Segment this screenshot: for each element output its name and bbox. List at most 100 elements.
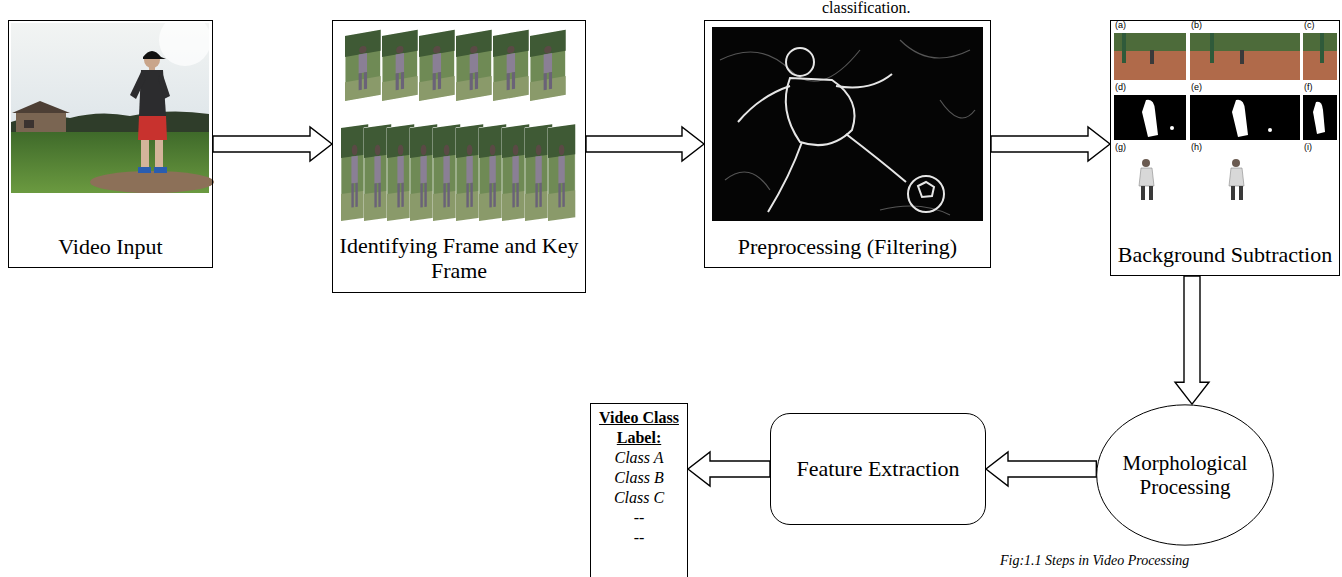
- rounded-box: Feature Extraction: [770, 413, 986, 525]
- edge-filtered-image: [908, 176, 944, 212]
- block-arrow: [986, 452, 1096, 486]
- subtraction-panels: [1239, 186, 1243, 200]
- subtraction-panels: [1142, 159, 1150, 167]
- output-box: Video Class Label:Class AClass BClass C-…: [590, 403, 688, 577]
- edge-filtered-image: [720, 40, 975, 215]
- pitcher-photo: [138, 167, 151, 173]
- frame-strip: [382, 30, 418, 101]
- node-label: --: [634, 508, 645, 528]
- subtraction-panels: [1210, 33, 1214, 63]
- pitcher-photo: [138, 116, 167, 140]
- subtraction-panels: [1114, 95, 1186, 140]
- frame-strip: [493, 30, 529, 101]
- frame-strip: [345, 30, 381, 101]
- subtraction-panels: [1142, 100, 1158, 137]
- block-arrow: [586, 127, 704, 161]
- stray-text: classification.: [822, 0, 910, 17]
- edge-filtered-image: [918, 182, 934, 197]
- subtraction-panels: [1122, 33, 1126, 63]
- frame-strip: [456, 30, 492, 101]
- panel-letter: (e): [1191, 83, 1202, 92]
- subtraction-panels: [1150, 50, 1154, 64]
- process-box: Video Input: [8, 20, 213, 268]
- pitcher-photo: [90, 171, 214, 193]
- node-label: Class B: [614, 468, 663, 488]
- subtraction-panels: [1229, 168, 1244, 186]
- pitcher-photo: [141, 140, 149, 168]
- subtraction-panels: [1320, 33, 1324, 63]
- frame-strip: [419, 30, 455, 101]
- subtraction-panels: [1190, 33, 1300, 80]
- process-ellipse: Morphological Processing: [1096, 404, 1274, 546]
- node-label: --: [634, 528, 645, 548]
- panel-letter: (i): [1304, 143, 1312, 152]
- pitcher-photo: [11, 14, 214, 193]
- subtraction-panels: [1303, 95, 1337, 140]
- subtraction-panels: [1303, 33, 1337, 80]
- edge-filtered-image: [846, 134, 906, 182]
- subtraction-panels: [1149, 186, 1153, 200]
- subtraction-panels: [1232, 100, 1248, 137]
- node-label: Morphological Processing: [1114, 451, 1256, 499]
- edge-filtered-image: [712, 27, 983, 221]
- subtraction-panels: [1114, 33, 1337, 200]
- edge-filtered-image: [940, 100, 975, 118]
- node-label: Class A: [614, 448, 663, 468]
- pitcher-photo: [24, 120, 34, 128]
- pitcher-photo: [12, 101, 70, 113]
- edge-filtered-image: [738, 48, 944, 212]
- panel-letter: (a): [1115, 21, 1126, 30]
- panel-letter: (c): [1304, 21, 1315, 30]
- panel-letter: (b): [1191, 21, 1202, 30]
- subtraction-panels: [1232, 159, 1240, 167]
- edge-filtered-image: [900, 40, 970, 58]
- ellipse-outline: [1097, 405, 1274, 545]
- pitcher-photo: [158, 72, 170, 99]
- edge-filtered-image: [712, 27, 983, 221]
- edge-filtered-image: [786, 48, 814, 76]
- panel-letter: (g): [1115, 143, 1126, 152]
- figure-caption: Fig:1.1 Steps in Video Processing: [1000, 553, 1189, 569]
- node-label: Class C: [614, 488, 664, 508]
- subtraction-panels: [1114, 33, 1186, 80]
- subtraction-panels: [1240, 50, 1244, 64]
- block-arrow: [1175, 276, 1209, 404]
- subtraction-panels: [1268, 128, 1272, 132]
- subtraction-panels: [1313, 102, 1325, 134]
- edge-filtered-image: [720, 50, 860, 81]
- panel-letter: (f): [1304, 83, 1313, 92]
- pitcher-photo: [155, 140, 163, 168]
- pitcher-photo: [143, 51, 166, 59]
- subtraction-panels: [1141, 186, 1145, 200]
- block-arrow: [213, 127, 332, 161]
- node-label: Identifying Frame and Key Frame: [339, 233, 579, 284]
- block-arrow: [688, 452, 770, 486]
- edge-filtered-image: [738, 86, 790, 122]
- subtraction-panels: [1190, 95, 1300, 140]
- pitcher-photo: [159, 14, 211, 66]
- subtraction-panels: [1170, 126, 1174, 130]
- edge-filtered-image: [725, 172, 770, 190]
- pitcher-photo: [130, 72, 146, 99]
- edge-filtered-image: [768, 142, 802, 212]
- subtraction-panels: [1139, 168, 1154, 186]
- pitcher-photo: [154, 167, 167, 173]
- node-label: Feature Extraction: [796, 456, 959, 481]
- box-heading: Video Class Label:: [597, 408, 681, 448]
- process-box: Identifying Frame and Key Frame: [332, 20, 586, 293]
- block-arrow: [991, 127, 1110, 161]
- panel-letter: (h): [1191, 143, 1202, 152]
- subtraction-panels: [1190, 33, 1300, 51]
- edge-filtered-image: [836, 74, 892, 88]
- frame-strip: [548, 124, 575, 221]
- node-label: Background Subtraction: [1118, 242, 1332, 267]
- process-box: Preprocessing (Filtering): [704, 20, 991, 268]
- frame-strip: [530, 30, 566, 101]
- frame-strip: [341, 30, 575, 221]
- node-label: Video Input: [58, 234, 162, 259]
- node-label: Preprocessing (Filtering): [738, 234, 957, 259]
- subtraction-panels: [1231, 186, 1235, 200]
- panel-letter: (d): [1115, 83, 1126, 92]
